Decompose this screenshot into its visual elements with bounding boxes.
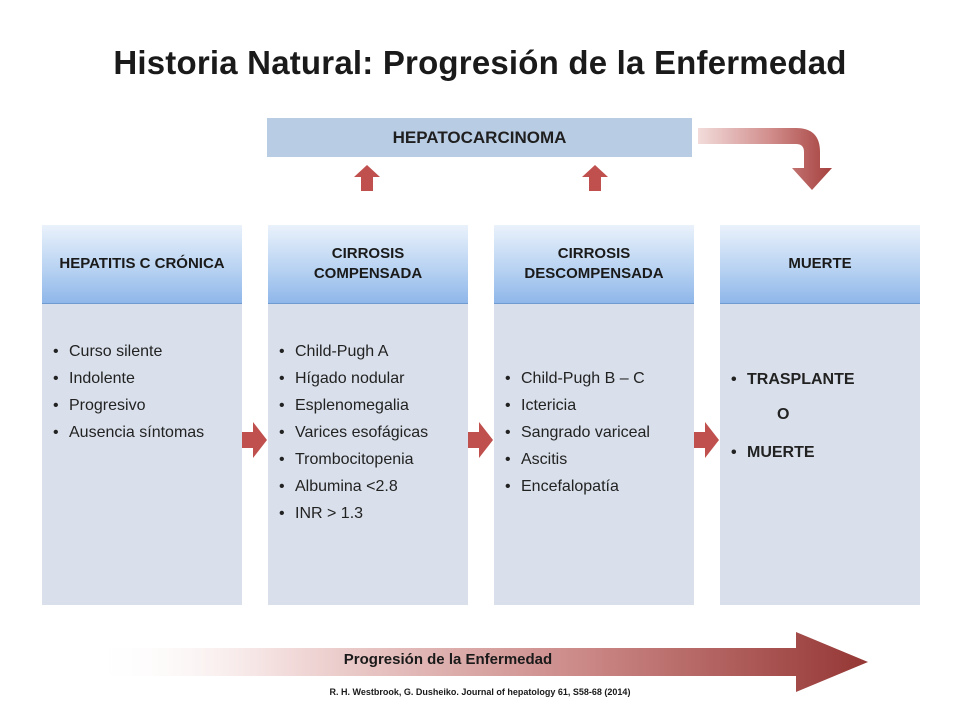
up-arrow-icon bbox=[582, 165, 608, 191]
right-arrow-icon bbox=[694, 422, 719, 458]
list-item: MUERTE bbox=[720, 442, 920, 463]
stage-heading: MUERTE bbox=[720, 225, 920, 304]
list-item: Curso silente bbox=[42, 341, 242, 362]
right-arrow-icon bbox=[468, 422, 493, 458]
list-item: Trombocitopenia bbox=[268, 449, 468, 470]
list-item: Ascitis bbox=[494, 449, 694, 470]
connector-text: O bbox=[777, 406, 790, 423]
stage-column-cirrosis-compensada: CIRROSIS COMPENSADA Child-Pugh A Hígado … bbox=[268, 225, 468, 605]
list-item: Esplenomegalia bbox=[268, 395, 468, 416]
stage-column-cirrosis-descompensada: CIRROSIS DESCOMPENSADA Child-Pugh B – C … bbox=[494, 225, 694, 605]
list-item: Ictericia bbox=[494, 395, 694, 416]
hepatocarcinoma-label: HEPATOCARCINOMA bbox=[392, 127, 567, 147]
citation: R. H. Westbrook, G. Dusheiko. Journal of… bbox=[329, 687, 631, 697]
list-item: Encefalopatía bbox=[494, 476, 694, 497]
list-item: Albumina <2.8 bbox=[268, 476, 468, 497]
stage-column-hepatitis-c: HEPATITIS C CRÓNICA Curso silente Indole… bbox=[42, 225, 242, 605]
stage-heading: CIRROSIS DESCOMPENSADA bbox=[494, 225, 694, 304]
stage-heading: HEPATITIS C CRÓNICA bbox=[42, 225, 242, 304]
progression-label: Progresión de la Enfermedad bbox=[343, 651, 553, 668]
list-item: Sangrado variceal bbox=[494, 422, 694, 443]
up-arrow-icon bbox=[354, 165, 380, 191]
list-item: TRASPLANTE bbox=[720, 369, 920, 390]
right-arrow-icon bbox=[242, 422, 267, 458]
hepatocarcinoma-box: HEPATOCARCINOMA bbox=[267, 118, 692, 157]
list-item: Child-Pugh A bbox=[268, 341, 468, 362]
list-item: Varices esofágicas bbox=[268, 422, 468, 443]
progression-arrow-icon bbox=[90, 632, 868, 692]
stage-heading: CIRROSIS COMPENSADA bbox=[268, 225, 468, 304]
list-item: Progresivo bbox=[42, 395, 242, 416]
list-item: Indolente bbox=[42, 368, 242, 389]
list-item: Ausencia síntomas bbox=[42, 422, 242, 443]
list-item: INR > 1.3 bbox=[268, 503, 468, 524]
list-item: Hígado nodular bbox=[268, 368, 468, 389]
stage-column-muerte: MUERTE TRASPLANTE O MUERTE bbox=[720, 225, 920, 605]
curved-arrow-icon bbox=[698, 128, 832, 190]
page-title: Historia Natural: Progresión de la Enfer… bbox=[113, 44, 847, 81]
list-item: Child-Pugh B – C bbox=[494, 368, 694, 389]
